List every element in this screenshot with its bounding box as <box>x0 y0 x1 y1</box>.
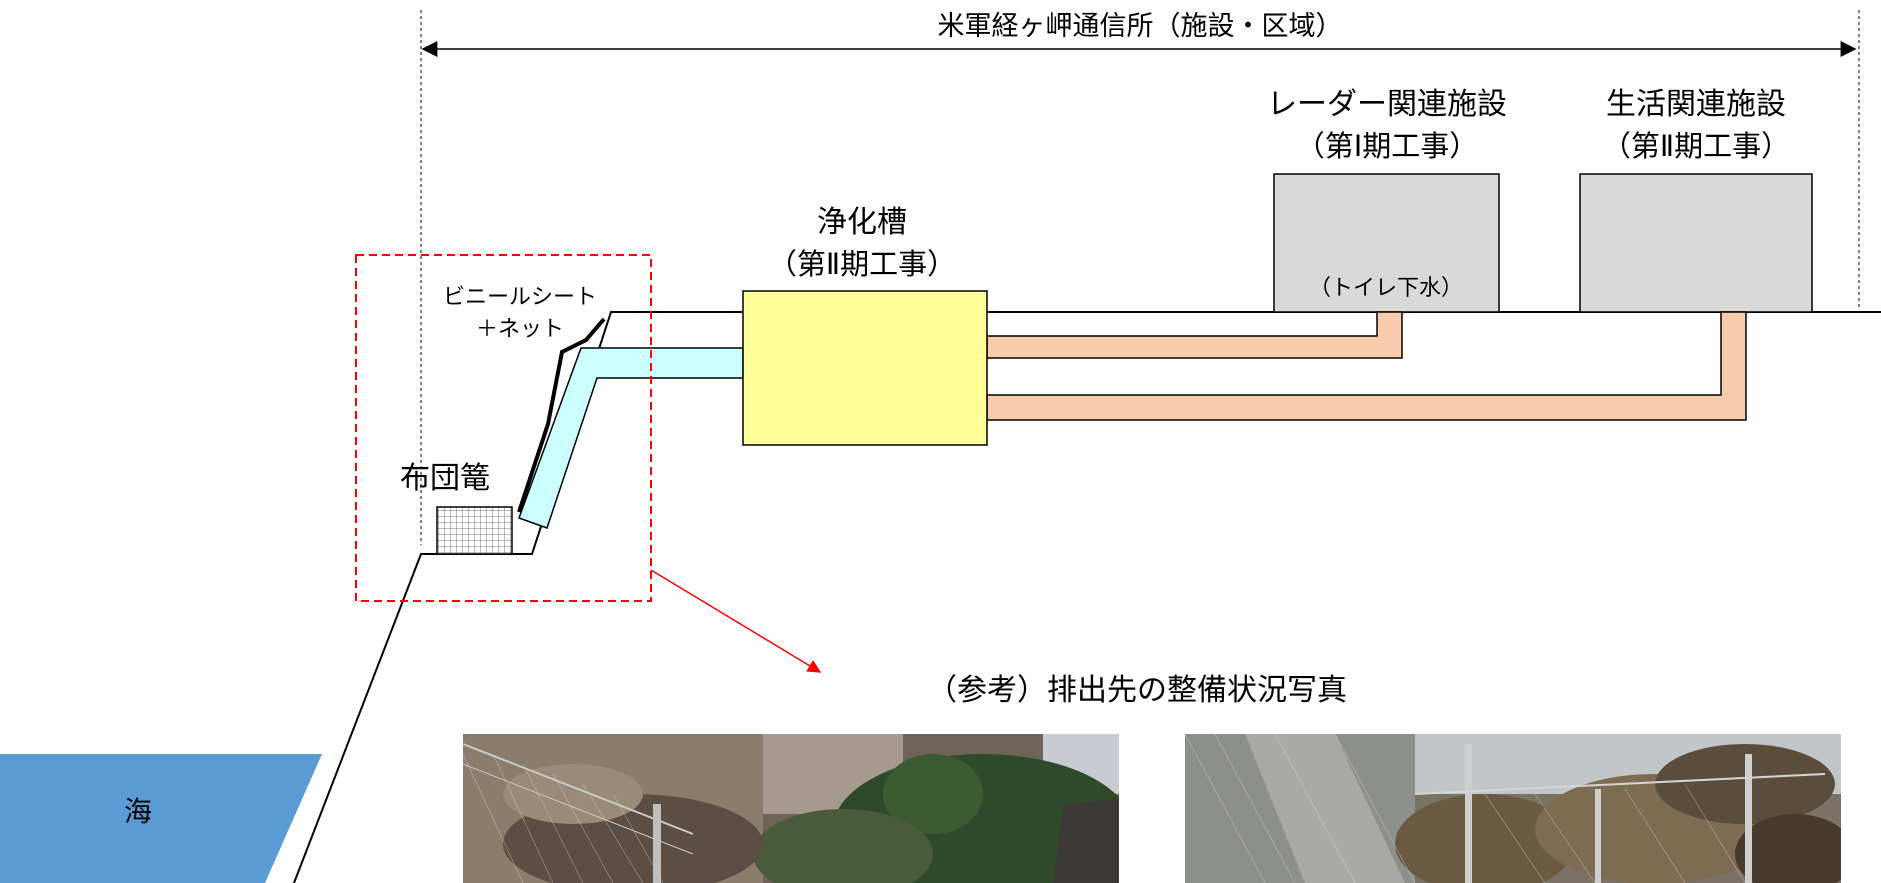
septic-tank-name: 浄化槽 <box>817 205 907 240</box>
reference-photo-right <box>1185 734 1841 883</box>
radar-building <box>1273 173 1500 313</box>
radar-facility-phase: （第Ⅰ期工事） <box>1295 129 1479 163</box>
vinyl-sheet-label-line2: ＋ネット <box>475 317 565 342</box>
facility-span-label: 米軍経ヶ岬通信所（施設・区域） <box>937 11 1343 42</box>
terrain-line <box>293 311 1881 883</box>
discharge-pipe <box>518 347 744 529</box>
radar-facility-note: （トイレ下水） <box>1308 276 1464 301</box>
gabion-mattress <box>436 506 513 555</box>
reference-photo-title: （参考）排出先の整備状況写真 <box>927 673 1347 708</box>
highlight-box <box>355 254 652 602</box>
pointer-arrow <box>650 569 822 673</box>
sea-label: 海 <box>123 795 153 828</box>
vinyl-sheet-label-line1: ビニールシート <box>442 285 598 310</box>
reference-photo-left <box>463 734 1119 883</box>
sewage-pipe-radar <box>986 311 1403 359</box>
living-facility-phase: （第Ⅱ期工事） <box>1601 129 1791 163</box>
gabion-label: 布団篭 <box>400 461 490 496</box>
sea-area <box>0 754 322 883</box>
sewage-pipe-living <box>986 311 1747 421</box>
septic-tank-phase: （第Ⅱ期工事） <box>767 247 957 281</box>
radar-facility-name: レーダー関連施設 <box>1267 87 1507 122</box>
living-building <box>1579 173 1813 313</box>
vinyl-sheet-net <box>517 317 606 513</box>
living-facility-name: 生活関連施設 <box>1606 87 1786 122</box>
septic-tank <box>742 290 988 446</box>
